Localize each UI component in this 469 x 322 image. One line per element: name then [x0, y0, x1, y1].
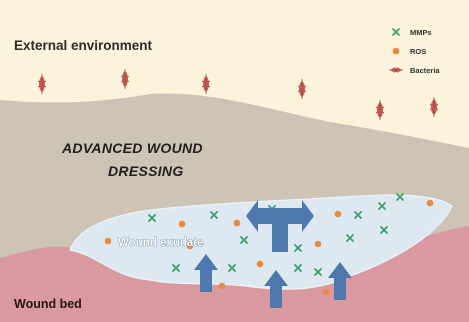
ros-marker	[105, 238, 112, 245]
ros-marker	[257, 261, 264, 268]
external-environment-label: External environment	[14, 38, 153, 53]
ros-marker	[427, 200, 434, 207]
ros-marker	[323, 289, 330, 296]
ros-marker	[179, 221, 186, 228]
dressing-label-line2: DRESSING	[108, 163, 184, 179]
ros-marker	[335, 211, 342, 218]
ros-marker	[234, 220, 241, 227]
legend-label-mmps: MMPs	[410, 28, 432, 37]
ros-marker	[219, 283, 226, 290]
ros-marker	[315, 241, 322, 248]
wound-exudate-label: Wound exudate	[118, 237, 203, 249]
wound-bed-label: Wound bed	[14, 297, 82, 311]
legend-label-bacteria: Bacteria	[410, 66, 440, 75]
legend-ros-icon	[393, 48, 400, 55]
dressing-label-line1: ADVANCED WOUND	[61, 140, 203, 156]
legend-label-ros: ROS	[410, 47, 426, 56]
